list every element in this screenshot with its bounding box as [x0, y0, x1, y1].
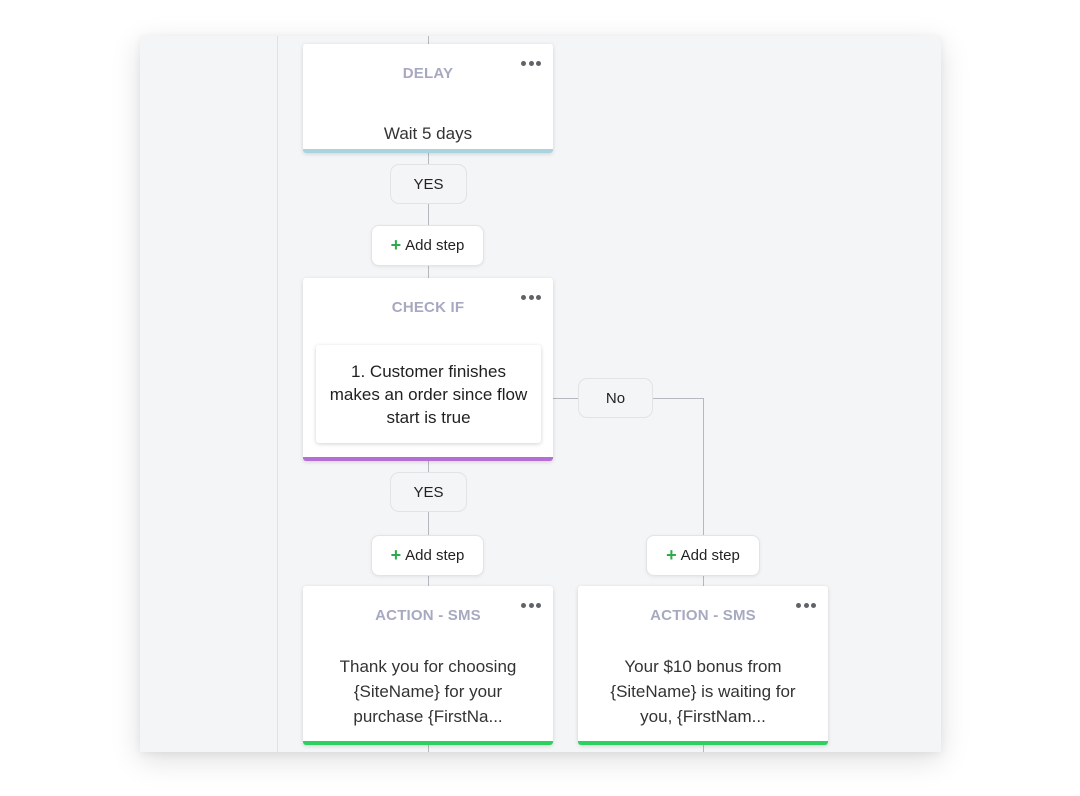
sms-message-preview: Thank you for choosing {SiteName} for yo… [339, 657, 517, 726]
card-accent-bar [303, 741, 553, 745]
condition-box[interactable]: 1. Customer finishes makes an order sinc… [316, 345, 541, 443]
card-accent-bar [303, 457, 553, 461]
connector-check-action [428, 460, 429, 586]
more-horizontal-icon[interactable] [796, 600, 816, 610]
action-sms-card-no[interactable]: ACTION - SMS Your $10 bonus from {SiteNa… [578, 586, 828, 745]
card-type-label: CHECK IF [391, 299, 465, 316]
plus-icon: + [390, 545, 402, 565]
card-accent-bar [578, 741, 828, 745]
yes-branch-label: YES [390, 472, 467, 512]
flow-canvas: DELAY Wait 5 days YES + Add step CHECK I… [140, 36, 941, 752]
add-step-label: Add step [405, 547, 465, 564]
connector-delay-check [428, 152, 429, 278]
connector-top [428, 36, 429, 44]
plus-icon: + [390, 235, 402, 255]
add-step-button-no[interactable]: + Add step [646, 535, 760, 576]
delay-card[interactable]: DELAY Wait 5 days [303, 44, 553, 153]
connector-no-vertical [703, 398, 704, 586]
add-step-button[interactable]: + Add step [371, 225, 484, 266]
delay-text: Wait 5 days [383, 124, 473, 143]
more-horizontal-icon[interactable] [521, 58, 541, 68]
add-step-button-yes[interactable]: + Add step [371, 535, 484, 576]
action-sms-card-yes[interactable]: ACTION - SMS Thank you for choosing {Sit… [303, 586, 553, 745]
plus-icon: + [666, 545, 677, 565]
yes-branch-label: YES [390, 164, 467, 204]
add-step-label: Add step [680, 547, 740, 564]
card-type-label: DELAY [402, 65, 454, 82]
no-branch-label: No [578, 378, 653, 418]
connector-no-horizontal-b [652, 398, 704, 399]
sidebar [140, 36, 278, 752]
connector-no-horizontal-a [553, 398, 579, 399]
connector-bottom-left [428, 744, 429, 752]
card-type-label: ACTION - SMS [650, 607, 756, 624]
sms-message-preview: Your $10 bonus from {SiteName} is waitin… [610, 657, 796, 726]
connector-bottom-right [703, 744, 704, 752]
card-type-label: ACTION - SMS [375, 607, 481, 624]
check-if-card[interactable]: CHECK IF 1. Customer finishes makes an o… [303, 278, 553, 461]
card-accent-bar [303, 149, 553, 153]
add-step-label: Add step [405, 237, 465, 254]
more-horizontal-icon[interactable] [521, 600, 541, 610]
more-horizontal-icon[interactable] [521, 292, 541, 302]
